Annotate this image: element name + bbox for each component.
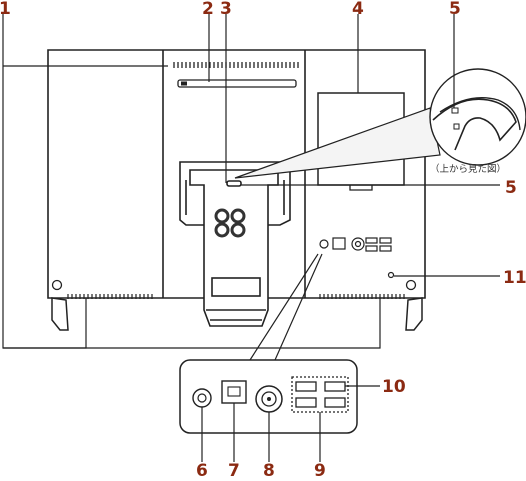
- callout-11: 11: [503, 268, 526, 288]
- callout-6: 6: [196, 461, 208, 481]
- lan-port-zoom: [221, 380, 247, 404]
- screw-holes: [51, 279, 417, 291]
- callout-8: 8: [263, 461, 275, 481]
- callout-9: 9: [314, 461, 326, 481]
- callout-2: 2: [202, 0, 214, 19]
- top-vent: [173, 62, 299, 88]
- leader-1b: [3, 298, 381, 349]
- inset-caption: （上から見た図）: [430, 163, 506, 175]
- stand: [179, 161, 291, 327]
- callout-4: 4: [352, 0, 364, 19]
- callout-5-top: 5: [449, 0, 461, 19]
- callout-1: 1: [0, 0, 11, 19]
- callout-7: 7: [228, 461, 240, 481]
- feet: [51, 297, 423, 331]
- usb-ports-zoom: [291, 376, 349, 413]
- port-panel-zoom: [179, 253, 358, 434]
- antenna-port-zoom: [255, 385, 283, 413]
- callout-5-side: 5: [505, 178, 517, 198]
- pc-body: [47, 49, 426, 299]
- callout-10: 10: [382, 377, 406, 397]
- leader-lines: [2, 14, 500, 462]
- bottom-vents: [67, 294, 405, 299]
- rear-io-cluster: [319, 237, 395, 279]
- brand-logo: [214, 208, 246, 238]
- callout-3: 3: [220, 0, 232, 19]
